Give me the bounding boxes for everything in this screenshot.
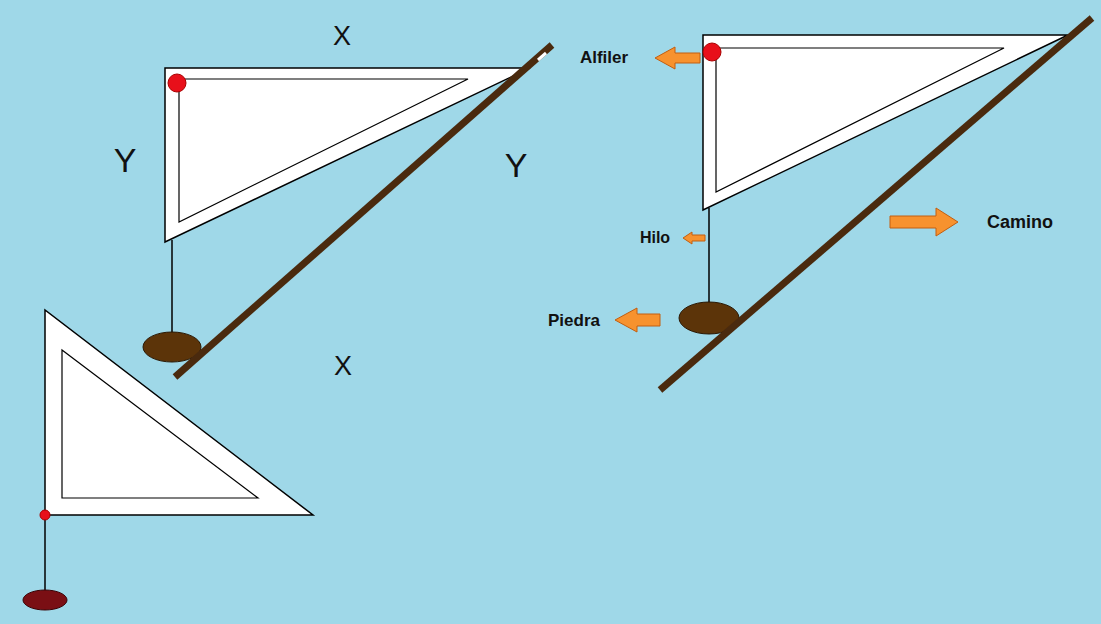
flag-right — [660, 18, 1092, 390]
flag-inner — [179, 79, 468, 222]
dimension-label: X — [334, 353, 352, 380]
arrow-piedra — [615, 308, 660, 332]
pin — [703, 43, 721, 61]
arrow-camino — [890, 208, 958, 236]
flag-bottom — [23, 310, 313, 610]
string — [44, 515, 46, 592]
callout-label: Alfiler — [580, 49, 628, 66]
dimension-label: Y — [114, 143, 137, 177]
callout-label: Camino — [987, 213, 1053, 231]
flag-cloth — [45, 310, 313, 515]
pin — [40, 510, 50, 520]
road-notch — [538, 53, 546, 60]
flag-inner — [62, 350, 258, 498]
dimension-label: Y — [505, 148, 528, 182]
flag-left — [143, 45, 552, 377]
dimension-label: X — [333, 23, 351, 50]
flag-cloth — [165, 68, 530, 242]
stone — [23, 590, 67, 610]
arrow-hilo — [683, 232, 705, 244]
arrow-alfiler — [655, 47, 700, 69]
flag-inner — [716, 48, 1004, 192]
road — [175, 45, 552, 377]
flag-cloth — [703, 35, 1068, 210]
callout-label: Piedra — [548, 312, 600, 329]
callout-label: Hilo — [640, 230, 670, 246]
string — [708, 208, 710, 304]
pin — [168, 74, 186, 92]
road — [660, 18, 1092, 390]
string — [171, 240, 173, 336]
callout-arrows — [615, 47, 958, 332]
